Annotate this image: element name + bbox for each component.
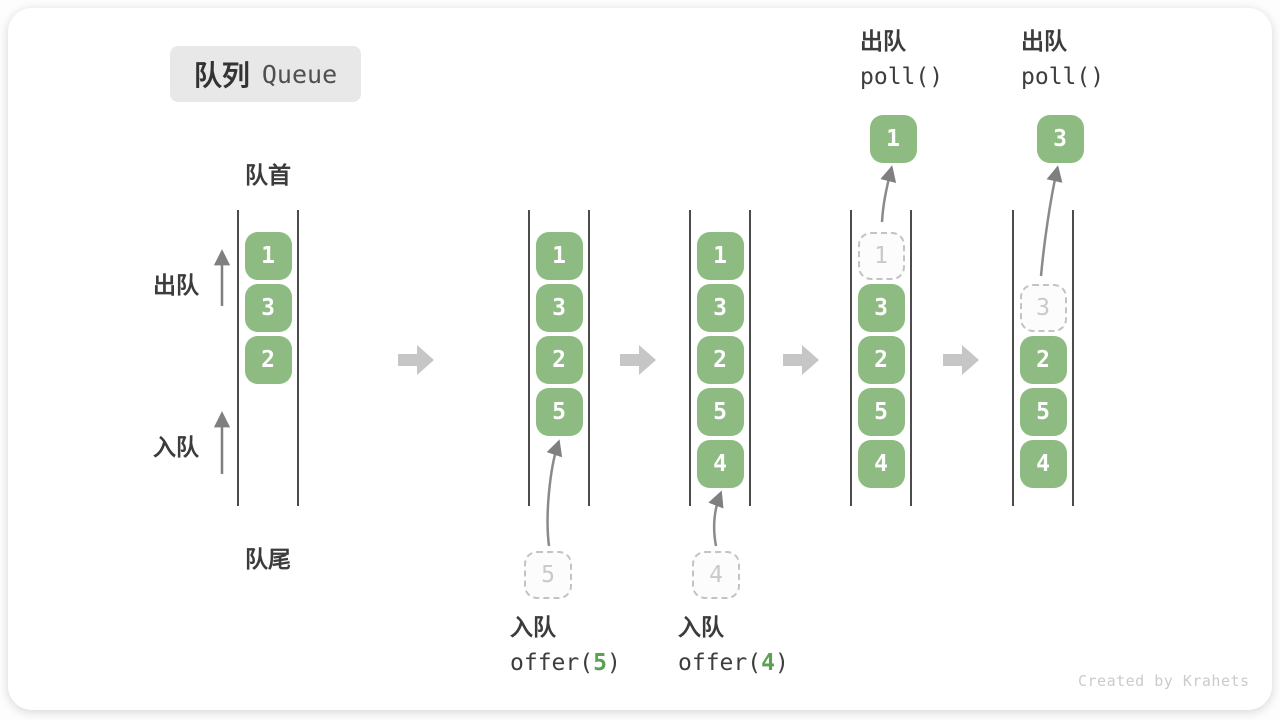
dequeue-arrow-poll3-icon: [1039, 165, 1063, 277]
queue-wall-right: [297, 210, 299, 506]
queue-block: 2: [244, 336, 292, 384]
queue-wall-right: [910, 210, 912, 506]
queue-block: 2: [696, 336, 744, 384]
enqueue-arrow-offer5-icon: [546, 439, 563, 547]
title-en: Queue: [261, 59, 338, 89]
queue-block: 2: [535, 336, 583, 384]
op-enqueue-offer5: 入队 offer(5): [510, 612, 621, 678]
op-label: 出队: [1021, 28, 1067, 54]
queue-block: 2: [1019, 336, 1067, 384]
op-dequeue-poll-1: 出队 poll(): [860, 26, 943, 92]
dequeue-side-label: 出队: [153, 272, 199, 298]
state-transition-arrow-icon: [398, 345, 434, 375]
op-code: poll(): [1021, 64, 1105, 90]
queue-wall-right: [588, 210, 590, 506]
queue-block: 3: [857, 284, 905, 332]
queue-block: 5: [1019, 388, 1067, 436]
queue-block: 4: [857, 440, 905, 488]
popped-element-box: 3: [1036, 115, 1084, 163]
op-label: 入队: [510, 614, 556, 640]
title-zh: 队列: [193, 60, 250, 91]
op-code: poll(): [860, 64, 944, 90]
op-code-post: ): [606, 650, 621, 676]
queue-wall-left: [237, 210, 239, 506]
queue-block: 1: [696, 232, 744, 280]
queue-wall-left: [689, 210, 691, 506]
op-code-arg: 4: [761, 650, 775, 676]
popped-element-box: 1: [869, 115, 917, 163]
op-dequeue-poll-2: 出队 poll(): [1021, 26, 1104, 92]
queue-block: 4: [1019, 440, 1067, 488]
enqueue-side-label: 入队: [153, 434, 199, 460]
queue-wall-right: [749, 210, 751, 506]
staged-element-box: 5: [524, 551, 572, 599]
op-code-pre: offer(: [678, 650, 762, 676]
queue-wall-left: [1012, 210, 1014, 506]
queue-block: 4: [696, 440, 744, 488]
queue-block: 5: [857, 388, 905, 436]
queue-rear-label: 队尾: [245, 546, 291, 572]
queue-block: 3: [244, 284, 292, 332]
queue-block: 5: [696, 388, 744, 436]
queue-front-label: 队首: [245, 162, 291, 188]
queue-block: 5: [535, 388, 583, 436]
watermark: Created by Krahets: [1078, 672, 1250, 690]
state-transition-arrow-icon: [783, 345, 819, 375]
op-code: offer(5): [510, 648, 621, 678]
staged-element-box: 4: [692, 551, 740, 599]
op-code-pre: offer(: [510, 650, 594, 676]
op-code: offer(4): [678, 648, 789, 678]
op-label: 入队: [678, 614, 724, 640]
queue-wall-left: [528, 210, 530, 506]
dequeue-arrow-poll1-icon: [880, 165, 897, 223]
queue-block: 2: [857, 336, 905, 384]
queue-ghost-block: 3: [1019, 284, 1067, 332]
op-label: 出队: [860, 28, 906, 54]
state-transition-arrow-icon: [620, 345, 656, 375]
queue-ghost-block: 1: [857, 232, 905, 280]
queue-block: 3: [535, 284, 583, 332]
queue-block: 1: [535, 232, 583, 280]
queue-wall-right: [1072, 210, 1074, 506]
queue-block: 1: [244, 232, 292, 280]
op-code-post: ): [774, 650, 789, 676]
title-badge: 队列 Queue: [170, 46, 361, 102]
op-enqueue-offer4: 入队 offer(4): [678, 612, 789, 678]
queue-block: 3: [696, 284, 744, 332]
enqueue-arrow-offer4-icon: [708, 490, 724, 547]
op-code-arg: 5: [593, 650, 607, 676]
state-transition-arrow-icon: [943, 345, 979, 375]
queue-wall-left: [850, 210, 852, 506]
